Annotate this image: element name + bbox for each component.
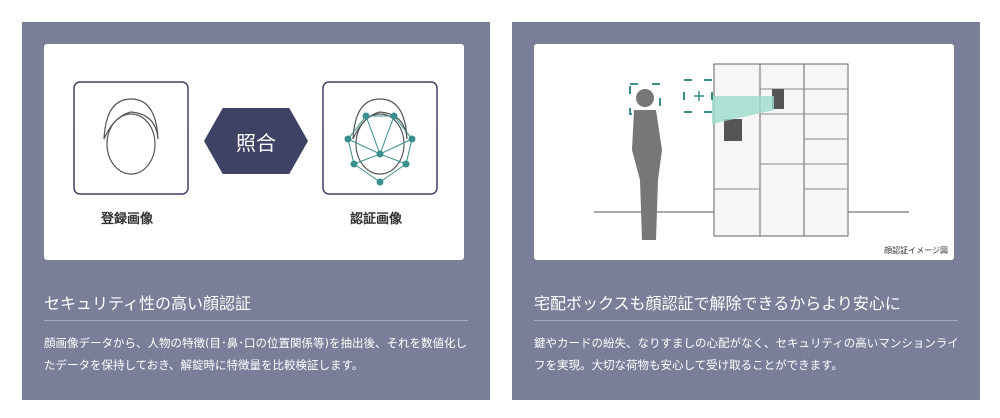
auth-image-label: 認証画像 bbox=[350, 212, 403, 227]
divider bbox=[44, 320, 468, 321]
panel-title: セキュリティ性の高い顔認証 bbox=[44, 294, 252, 313]
face-recognition-panel: 照合 登録画像 認証画像 セキュリティ性の高い顔認証 顔画像データから、人物の特… bbox=[22, 22, 490, 400]
panel-description: 鍵やカードの紛失、なりすましの心配がなく、セキュリティの高いマンションライフを実… bbox=[534, 336, 959, 372]
delivery-box-panel: 顔認証イメージ図 宅配ボックスも顔認証で解除できるからより安心に 鍵やカードの紛… bbox=[512, 22, 980, 400]
locker-scene-icon bbox=[594, 63, 909, 240]
face-matching-illustration: 照合 登録画像 認証画像 bbox=[44, 44, 464, 260]
divider bbox=[534, 320, 958, 321]
registered-image-label: 登録画像 bbox=[101, 212, 154, 227]
match-badge: 照合 bbox=[204, 108, 308, 174]
face-portraits-icon bbox=[73, 81, 438, 195]
delivery-box-illustration: 顔認証イメージ図 bbox=[534, 44, 954, 260]
panel-title: 宅配ボックスも顔認証で解除できるからより安心に bbox=[534, 294, 901, 313]
panel-description: 顔画像データから、人物の特徴(目･鼻･口の位置関係等)を抽出後、それを数値化した… bbox=[44, 336, 467, 372]
illustration-caption: 顔認証イメージ図 bbox=[884, 246, 948, 255]
